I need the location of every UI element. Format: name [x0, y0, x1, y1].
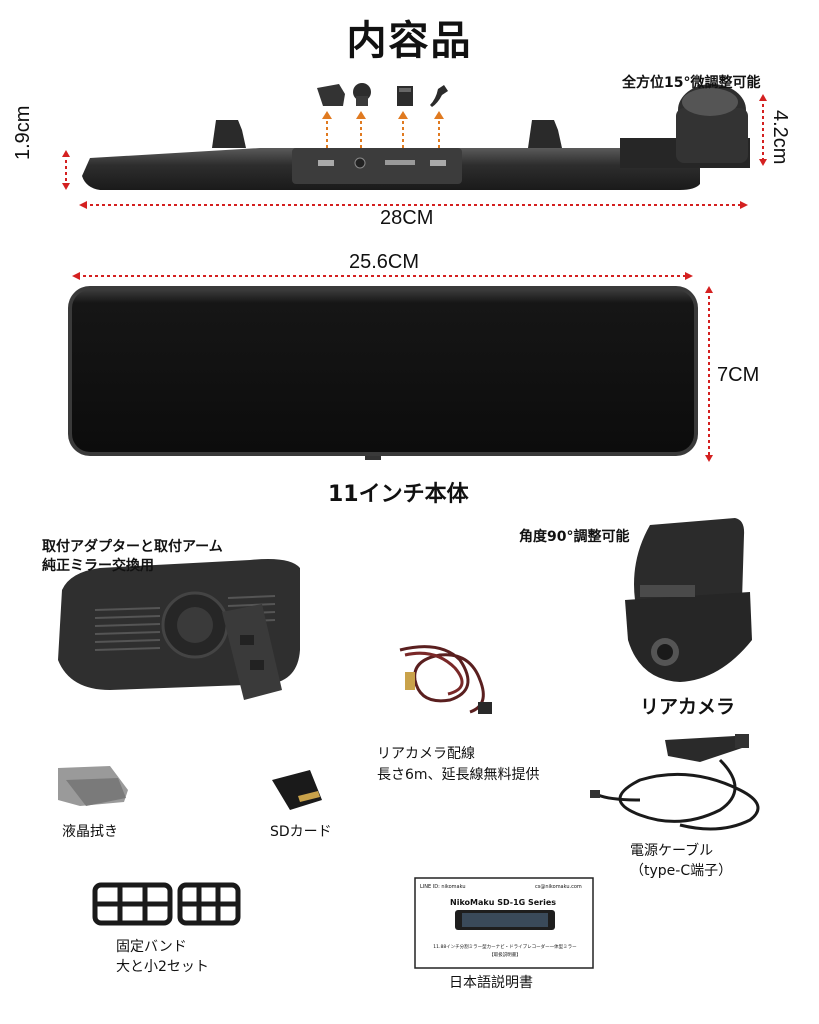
- manual-header-right: cs@nikomaku.com: [535, 884, 582, 890]
- manual-header-left: LINE ID: nikomaku: [420, 884, 466, 890]
- bands-illustration: [92, 882, 241, 926]
- sd-card-illustration: [272, 770, 322, 810]
- bands-caption-line2: 大と小2セット: [116, 959, 209, 975]
- power-cable-illustration: [590, 734, 760, 831]
- device-caption: 11インチ本体: [328, 482, 469, 507]
- device-front-view: [68, 286, 698, 460]
- rear-cable-illustration: [399, 645, 492, 714]
- power-cable-caption-line1: 電源ケーブル: [630, 843, 714, 859]
- power-cable-caption-line2: （type-C端子）: [630, 863, 733, 879]
- rear-camera-illustration: [625, 518, 752, 682]
- device-top-view: [82, 84, 750, 190]
- rear-cable-caption-line2: 長さ6m、延長線無料提供: [377, 767, 540, 783]
- manual-subtitle2: 【取扱説明書】: [489, 953, 521, 958]
- accessory-arrows: [326, 118, 440, 148]
- rear-cable-caption-line1: リアカメラ配線: [377, 746, 475, 762]
- front-width-label: 25.6CM: [349, 251, 420, 273]
- mount-caption-line2: 純正ミラー交換用: [42, 558, 154, 574]
- depth-label: 4.2cm: [769, 110, 791, 165]
- mount-illustration: [58, 559, 300, 700]
- rear-camera-caption: リアカメラ: [640, 696, 736, 718]
- height-label: 1.9cm: [12, 105, 34, 160]
- bands-caption-line1: 固定バンド: [116, 939, 187, 955]
- sd-card-caption: SDカード: [270, 824, 332, 840]
- mount-caption-line1: 取付アダプターと取付アーム: [42, 539, 223, 555]
- front-height-label: 7CM: [717, 364, 760, 386]
- manual-product: NikoMaku SD-1G Series: [450, 898, 557, 907]
- rotation-label: 全方位15°微調整可能: [622, 75, 761, 91]
- width-label: 28CM: [380, 207, 434, 229]
- page-title: 内容品: [346, 18, 473, 64]
- accessory-icons: [317, 83, 448, 107]
- manual-caption: 日本語説明書: [449, 975, 533, 991]
- cloth-illustration: [58, 766, 128, 806]
- manual-subtitle: 11.88インチ分割ミラー型カーナビ・ドライブレコーダー一体型ミラー: [433, 945, 577, 950]
- rear-camera-angle-label: 角度90°調整可能: [519, 529, 630, 545]
- cloth-caption: 液晶拭き: [62, 824, 118, 840]
- manual-illustration: [414, 877, 594, 969]
